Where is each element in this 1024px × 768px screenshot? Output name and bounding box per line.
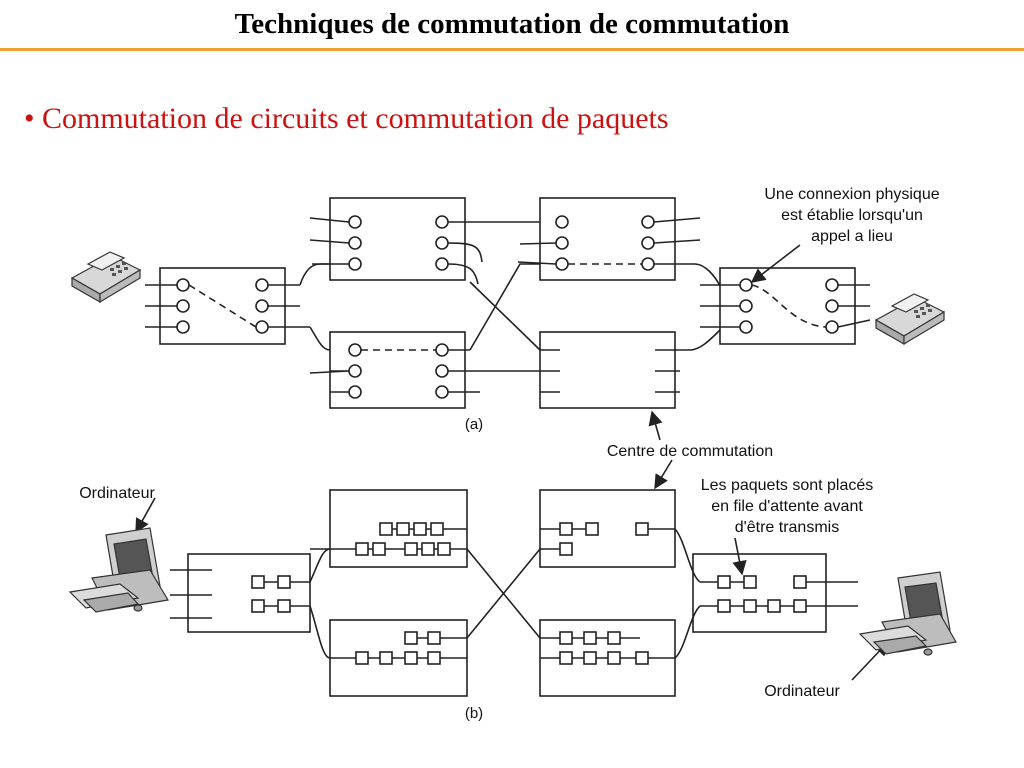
annotation-physical-line2: est établie lorsqu'un [781,207,923,224]
bullet-point: • Commutation de circuits et commutation… [24,102,669,135]
switch-box-b3 [187,553,311,633]
label-computer-right: Ordinateur [764,683,840,700]
computer-icon [68,527,169,613]
annotation-centre: Centre de commutation [607,443,773,460]
telephone-icon [874,293,946,346]
title-underline [0,48,1024,51]
label-a: (a) [465,416,483,433]
computer-icon [858,571,957,656]
switch-box-a2 [539,197,676,281]
annotation-queue-line1: Les paquets sont placés [701,477,874,494]
slide-title: Techniques de commutation de commutation [234,8,790,40]
switch-box-a5 [329,331,466,409]
switch-box-a1 [329,197,466,281]
label-computer-left: Ordinateur [79,485,155,502]
switch-box-b4 [692,553,827,633]
annotation-physical-line3: appel a lieu [811,228,893,245]
label-b: (b) [465,705,483,722]
switch-box-a6 [539,331,676,409]
annotation-queue-line2: en file d'attente avant [711,498,863,515]
annotation-physical-line1: Une connexion physique [764,186,939,203]
telephone-icon [70,251,142,304]
annotation-queue-line3: d'être transmis [735,519,839,536]
